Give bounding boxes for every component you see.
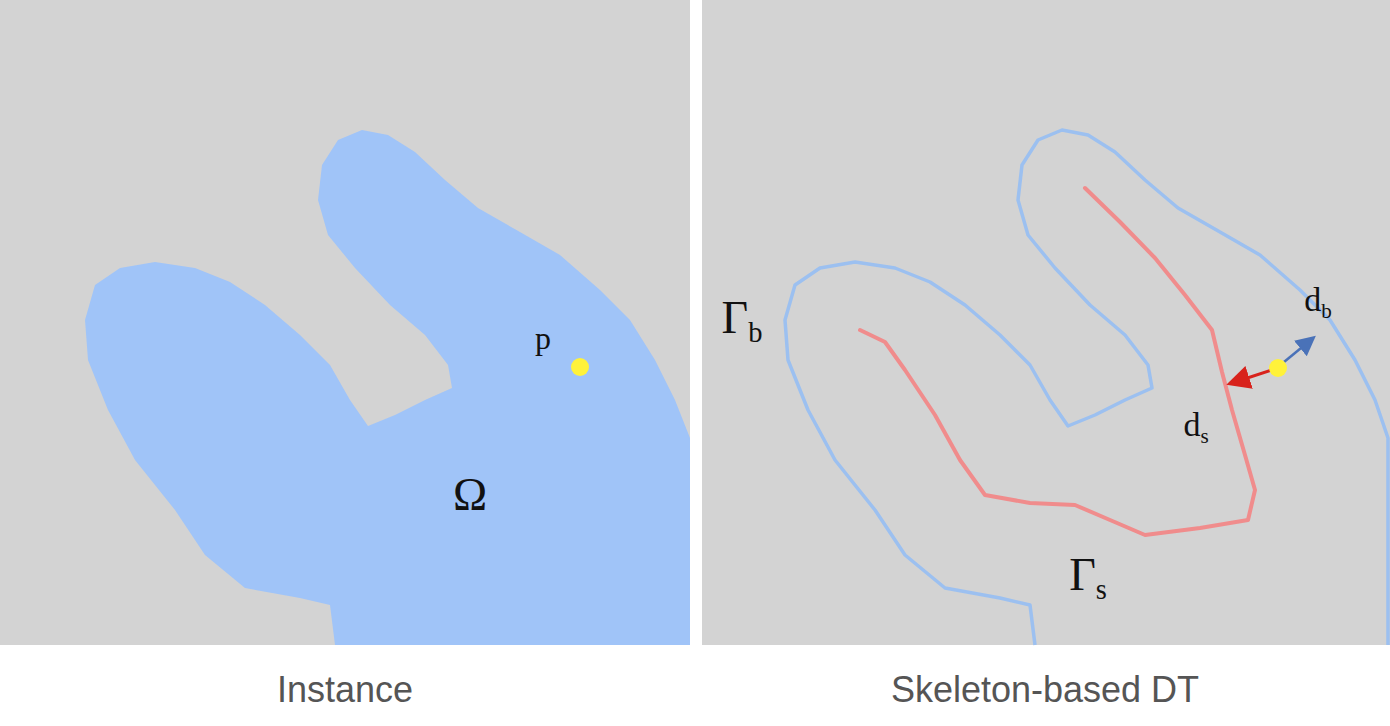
panel-caption: Skeleton-based DT: [891, 672, 1199, 708]
point-p: [1269, 359, 1287, 377]
point-label: p: [535, 322, 551, 354]
region-label: Ω: [453, 472, 487, 518]
skeleton-distance-arrow: [1232, 370, 1272, 383]
right-panel: [702, 0, 1390, 645]
skeleton-line: [860, 188, 1255, 535]
panel-caption: Instance: [277, 672, 413, 708]
point-p: [571, 358, 589, 376]
boundary-distance-arrow: [1284, 339, 1312, 362]
boundary-label: Γb: [722, 295, 763, 341]
left-panel: [0, 0, 690, 645]
distance-label: ds: [1183, 408, 1208, 442]
distance-label: db: [1304, 283, 1332, 317]
instance-region: [85, 130, 690, 645]
skeleton-label: Γs: [1069, 552, 1107, 598]
boundary-outline: [785, 130, 1388, 645]
